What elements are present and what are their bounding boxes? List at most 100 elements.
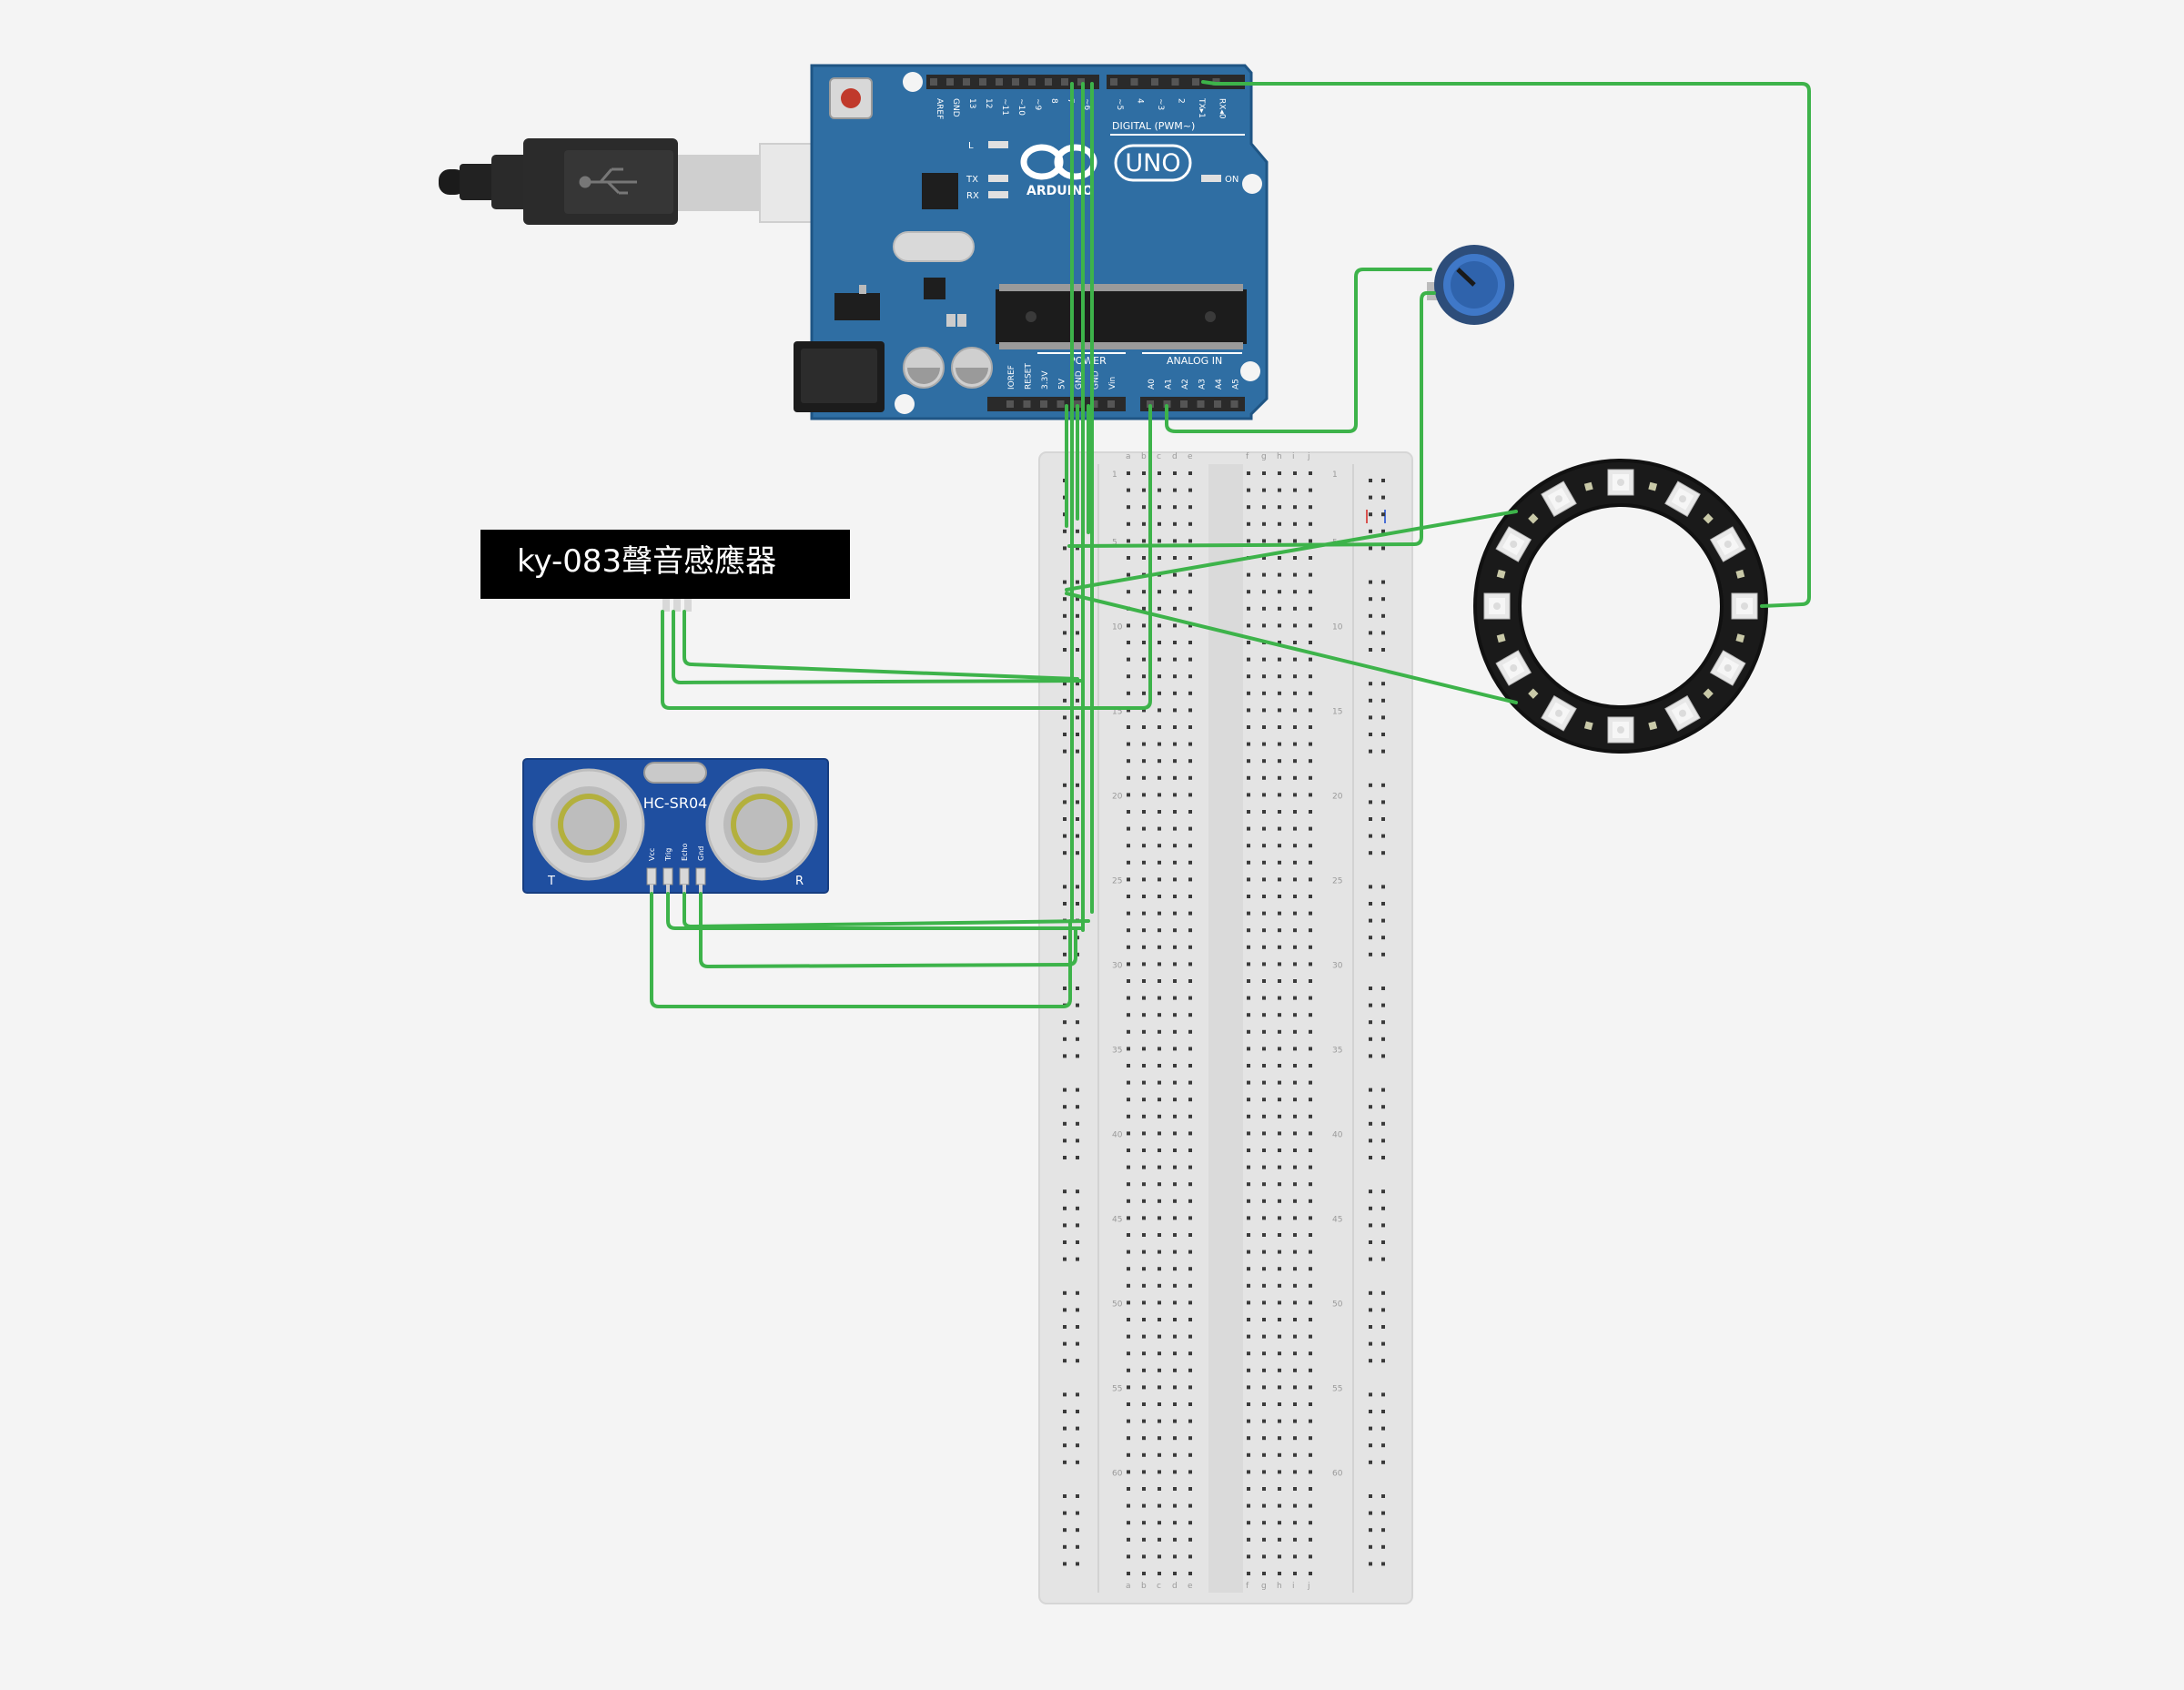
- ky083-sound-sensor[interactable]: ky-083聲音感應器: [480, 530, 850, 612]
- sonar-r-mark: R: [795, 875, 804, 888]
- breadboard-row-number: 5: [1112, 538, 1117, 547]
- breadboard-column-letter: c: [1157, 452, 1161, 461]
- analog-pin-label: A1: [1165, 379, 1174, 390]
- neopixel-led: [1495, 526, 1532, 562]
- led-l-label: L: [968, 141, 974, 151]
- analog-pin-label: A2: [1181, 379, 1190, 390]
- power-pin-label: GND: [1075, 370, 1084, 390]
- analog-pin-label: A5: [1232, 379, 1241, 390]
- breadboard-row-number: 50: [1332, 1300, 1343, 1309]
- sound-sensor-label: ky-083聲音感應器: [517, 543, 776, 580]
- wire-sonar-echo: [682, 892, 1090, 928]
- sonar-pin-label: Vcc: [648, 848, 656, 861]
- digital-pin-label: 12: [984, 98, 993, 108]
- sonar-pin-label: Trig: [664, 848, 672, 862]
- breadboard-row-number: 25: [1332, 876, 1342, 885]
- neopixel-ring[interactable]: [1473, 459, 1768, 754]
- sonar-receiver-icon: [705, 768, 818, 881]
- digital-pin-label: AREF: [935, 98, 944, 119]
- breadboard-row-number: 45: [1112, 1215, 1122, 1224]
- sonar-pin-label: Gnd: [697, 846, 705, 861]
- breadboard-row-number: 1: [1112, 471, 1117, 480]
- breadboard-column-letter: e: [1188, 1582, 1193, 1591]
- digital-pin-label: 4: [1136, 98, 1145, 104]
- neopixel-pixels: [1483, 469, 1758, 744]
- wire-sonar-gnd: [699, 892, 1077, 968]
- sonar-model-label: HC-SR04: [643, 794, 708, 812]
- analog-pin-label: A4: [1215, 379, 1224, 390]
- power-pin-label: GND: [1092, 370, 1101, 390]
- arduino-model: UNO: [1125, 149, 1180, 177]
- digital-header-label: DIGITAL (PWM~): [1112, 120, 1195, 132]
- wire-pot-gnd: [1067, 291, 1436, 548]
- neopixel-led: [1709, 526, 1746, 562]
- wire-ring-data: [1201, 80, 1811, 608]
- breadboard-row-number: 15: [1112, 707, 1122, 716]
- breadboard-column-letter: h: [1277, 1582, 1282, 1591]
- wire-sound-vcc: [672, 610, 1085, 684]
- breadboard-column-letter: h: [1277, 452, 1282, 461]
- neopixel-led: [1607, 469, 1634, 496]
- wires: [650, 80, 1811, 1008]
- neopixel-led: [1483, 592, 1511, 620]
- breadboard-column-letter: e: [1188, 452, 1193, 461]
- arduino-brand: ARDUINO: [1026, 184, 1094, 198]
- digital-pin-label: 8: [1049, 98, 1058, 104]
- usb-cable: [439, 138, 881, 225]
- breadboard-column-letter: c: [1157, 1582, 1161, 1591]
- breadboard-column-letter: f: [1246, 1582, 1249, 1591]
- led-rx-label: RX: [966, 191, 979, 201]
- breadboard-column-letter: g: [1261, 452, 1267, 461]
- analog-pin-label: A0: [1148, 379, 1157, 390]
- sonar-pin-label: Echo: [681, 843, 689, 861]
- neopixel-led: [1541, 481, 1577, 518]
- analog-header-label: ANALOG IN: [1167, 355, 1222, 367]
- power-pin-label: 3.3V: [1041, 370, 1050, 390]
- breadboard-row-number: 60: [1332, 1469, 1343, 1478]
- wire-ring-gnd: [1065, 592, 1518, 704]
- breadboard-row-number: 55: [1332, 1384, 1342, 1393]
- breadboard-row-number: 10: [1112, 622, 1123, 632]
- breadboard-column-letter: f: [1246, 452, 1249, 461]
- power-pin-label: 5V: [1058, 378, 1067, 390]
- breadboard-row-number: 1: [1332, 471, 1338, 480]
- breadboard-row-number: 15: [1332, 707, 1342, 716]
- breadboard-column-letter: i: [1292, 452, 1295, 461]
- wire-sonar-trig: [666, 892, 1083, 930]
- breadboard-row-number: 10: [1332, 622, 1343, 632]
- breadboard-column-letter: b: [1141, 1582, 1147, 1591]
- breadboard-column-letter: b: [1141, 452, 1147, 461]
- potentiometer[interactable]: [1427, 245, 1514, 325]
- wire-a1-sound: [661, 404, 1152, 710]
- neopixel-led: [1731, 592, 1758, 620]
- breadboard-row-number: 60: [1112, 1469, 1123, 1478]
- neopixel-led: [1664, 694, 1701, 732]
- arduino-uno-board[interactable]: ARDUINO UNO L TX RX ON DIGITAL (PWM~) AR…: [794, 64, 1269, 420]
- digital-pin-label: TX▸1: [1197, 97, 1206, 118]
- neopixel-led: [1541, 694, 1577, 732]
- wire-ring-power: [1065, 510, 1518, 592]
- wire-sonar-vcc: [650, 892, 1072, 1008]
- breadboard-column-letter: i: [1292, 1582, 1295, 1591]
- wire-sound-gnd: [682, 610, 1079, 681]
- digital-pin-label: ~5: [1115, 98, 1124, 110]
- potentiometer-knob-indicator: [1456, 268, 1476, 287]
- breadboard-row-number: 20: [1332, 792, 1343, 801]
- wire-a0-potentiometer: [1165, 268, 1432, 433]
- breadboard-row-number: 25: [1112, 876, 1122, 885]
- breadboard-row-number: 40: [1332, 1130, 1343, 1139]
- digital-pin-label: ~10: [1016, 98, 1026, 116]
- breadboard-row-number: 35: [1332, 1046, 1342, 1055]
- digital-pin-label: ~3: [1156, 98, 1165, 110]
- power-pin-label: Vin: [1108, 377, 1117, 390]
- breadboard-column-letter: j: [1307, 1582, 1310, 1591]
- reset-button[interactable]: [829, 77, 873, 119]
- digital-pin-label: ~11: [1000, 98, 1009, 116]
- power-header-label: POWER: [1069, 355, 1107, 367]
- digital-pin-label: 13: [967, 98, 976, 108]
- breadboard-column-letter: g: [1261, 1582, 1267, 1591]
